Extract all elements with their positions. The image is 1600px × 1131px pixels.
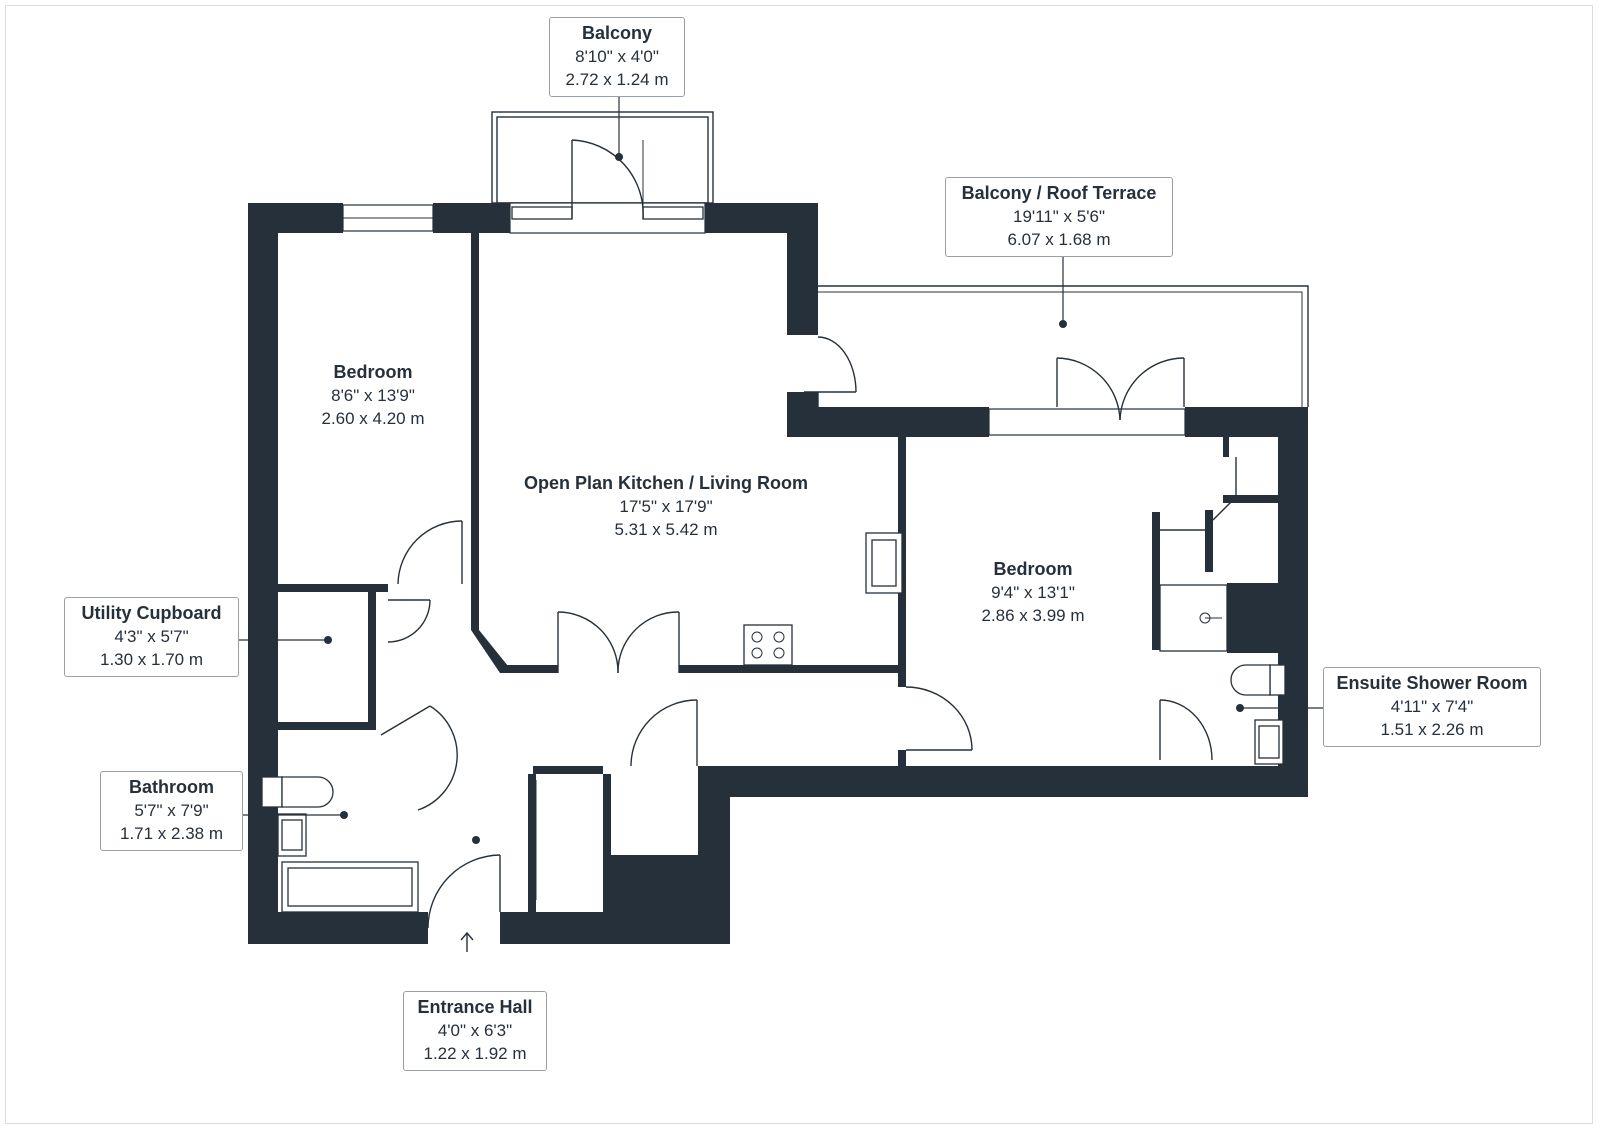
callout-imperial: 4'0" x 6'3" (437, 1020, 513, 1040)
callout-name: Bathroom (129, 777, 214, 797)
callout-imperial: 4'11" x 7'4" (1390, 696, 1474, 716)
callout-imperial: 19'11" x 5'6" (1013, 206, 1105, 226)
room-name: Bedroom (333, 362, 413, 382)
plan-frame (5, 5, 1593, 1124)
balcony-callout: Balcony 8'10" x 4'0" 2.72 x 1.24 m (549, 17, 685, 97)
room-imperial: 8'6" x 13'9" (331, 385, 415, 405)
room-name: Bedroom (993, 559, 1073, 579)
callout-metric: 1.22 x 1.92 m (423, 1043, 527, 1063)
utility-cupboard-callout: Utility Cupboard 4'3" x 5'7" 1.30 x 1.70… (64, 597, 239, 677)
room-metric: 2.60 x 4.20 m (321, 408, 425, 428)
callout-name: Balcony / Roof Terrace (961, 183, 1157, 203)
ensuite-callout: Ensuite Shower Room 4'11" x 7'4" 1.51 x … (1323, 667, 1541, 747)
doors (380, 457, 1237, 929)
callout-metric: 1.51 x 2.26 m (1380, 719, 1484, 739)
roof-terrace-outline (804, 285, 1309, 421)
callout-name: Entrance Hall (417, 997, 533, 1017)
windows (342, 204, 1186, 436)
callout-name: Ensuite Shower Room (1336, 673, 1528, 693)
callout-metric: 1.30 x 1.70 m (99, 649, 203, 669)
fixtures (261, 532, 1291, 913)
room-metric: 5.31 x 5.42 m (614, 519, 718, 539)
callout-imperial: 4'3" x 5'7" (114, 626, 189, 646)
callout-name: Balcony (581, 23, 653, 43)
callout-metric: 6.07 x 1.68 m (1007, 229, 1111, 249)
interior-walls (278, 233, 1278, 912)
top-balcony-outline (491, 111, 714, 234)
leader-lines (239, 96, 1323, 816)
entrance-arrow-icon (460, 931, 474, 952)
callout-metric: 1.71 x 2.38 m (119, 823, 223, 843)
room-imperial: 9'4" x 13'1" (991, 582, 1075, 602)
bedroom-1-label: Bedroom 8'6" x 13'9" 2.60 x 4.20 m (283, 361, 463, 430)
room-imperial: 17'5" x 17'9" (619, 496, 713, 516)
callout-name: Utility Cupboard (81, 603, 222, 623)
callout-imperial: 5'7" x 7'9" (134, 800, 209, 820)
room-metric: 2.86 x 3.99 m (981, 605, 1085, 625)
bathroom-callout: Bathroom 5'7" x 7'9" 1.71 x 2.38 m (100, 771, 243, 851)
bedroom-2-label: Bedroom 9'4" x 13'1" 2.86 x 3.99 m (953, 558, 1113, 627)
callout-metric: 2.72 x 1.24 m (565, 69, 669, 89)
callout-imperial: 8'10" x 4'0" (575, 46, 659, 66)
exterior-walls (248, 203, 1308, 944)
entrance-hall-callout: Entrance Hall 4'0" x 6'3" 1.22 x 1.92 m (403, 991, 547, 1071)
roof-terrace-callout: Balcony / Roof Terrace 19'11" x 5'6" 6.0… (945, 177, 1173, 257)
room-name: Open Plan Kitchen / Living Room (523, 473, 809, 493)
living-room-label: Open Plan Kitchen / Living Room 17'5" x … (496, 472, 836, 541)
